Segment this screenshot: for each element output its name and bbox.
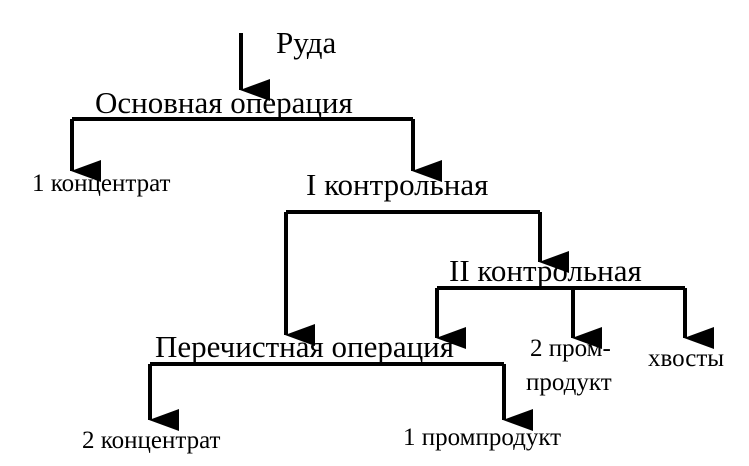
concentrate-2-label: 2 концентрат — [82, 427, 221, 454]
middling-2-label-line1: 2 пром- — [530, 335, 611, 362]
control-2-split — [435, 286, 714, 349]
cleaning-operation-label: Перечистная операция — [155, 329, 454, 364]
concentrate-1-label: 1 концентрат — [32, 170, 171, 197]
middling-2-label-line2: продукт — [526, 369, 612, 396]
tailings-label: хвосты — [648, 345, 724, 372]
main-operation-label: Основная операция — [95, 85, 353, 120]
ore-label: Руда — [276, 25, 337, 60]
control-1-split — [284, 210, 569, 346]
cleaning-operation-split — [148, 362, 533, 431]
main-operation-split — [70, 117, 442, 182]
control-2-label: II контрольная — [449, 253, 642, 288]
control-1-label: I контрольная — [306, 167, 488, 202]
middling-1-label: 1 промпродукт — [403, 424, 561, 451]
